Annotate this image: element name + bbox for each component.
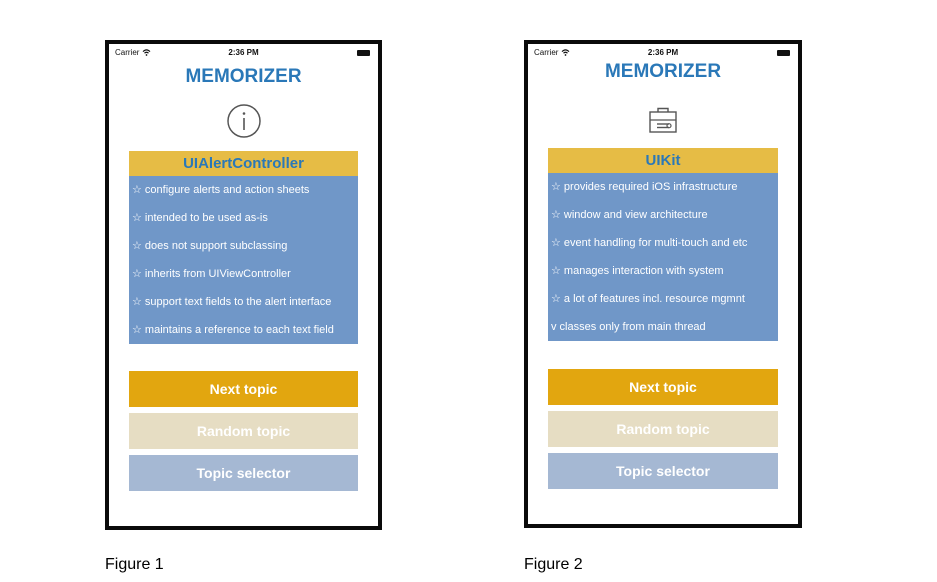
fact-item: ☆ manages interaction with system — [551, 265, 724, 277]
topic-title: UIKit — [548, 148, 778, 173]
figure-2-caption: Figure 2 — [524, 556, 583, 573]
next-topic-button[interactable]: Next topic — [548, 369, 778, 405]
carrier-label: Carrier — [115, 48, 140, 57]
fact-item: ☆ a lot of features incl. resource mgmnt — [551, 293, 745, 305]
phone-screenshot-1: Carrier 2:36 PM MEMORIZER UIAlertControl… — [105, 40, 382, 530]
carrier-indicator: Carrier — [115, 48, 151, 57]
topic-facts-list: ☆ provides required iOS infrastructure ☆… — [548, 173, 778, 341]
next-topic-button[interactable]: Next topic — [129, 371, 358, 407]
random-topic-button[interactable]: Random topic — [129, 413, 358, 449]
fact-item: ☆ inherits from UIViewController — [132, 268, 291, 280]
topic-title: UIAlertController — [129, 151, 358, 176]
battery-icon — [777, 50, 790, 56]
fact-item: ☆ support text fields to the alert inter… — [132, 296, 332, 308]
fact-item: ☆ does not support subclassing — [132, 240, 288, 252]
battery-icon — [357, 50, 370, 56]
phone-screenshot-2: Carrier 2:36 PM MEMORIZER UIKit ☆ provid… — [524, 40, 802, 528]
topic-selector-button[interactable]: Topic selector — [129, 455, 358, 491]
wifi-icon — [562, 49, 570, 56]
figure-1-caption: Figure 1 — [105, 556, 164, 573]
fact-item: ☆ intended to be used as-is — [132, 212, 268, 224]
carrier-indicator: Carrier — [534, 48, 570, 57]
topic-facts-list: ☆ configure alerts and action sheets ☆ i… — [129, 176, 358, 344]
app-title: MEMORIZER — [185, 66, 302, 87]
fact-item: ☆ event handling for multi-touch and etc — [551, 237, 748, 249]
status-time: 2:36 PM — [228, 48, 259, 57]
fact-item: v classes only from main thread — [551, 321, 706, 333]
fact-item: ☆ maintains a reference to each text fie… — [132, 324, 334, 336]
fact-item: ☆ provides required iOS infrastructure — [551, 181, 738, 193]
status-bar: Carrier 2:36 PM — [528, 48, 798, 60]
status-time: 2:36 PM — [647, 48, 679, 57]
fact-item: ☆ window and view architecture — [551, 209, 708, 221]
info-circle-icon — [226, 104, 261, 138]
wifi-icon — [143, 49, 151, 56]
toolbox-icon — [649, 107, 677, 133]
topic-panel: UIAlertController ☆ configure alerts and… — [129, 151, 358, 344]
status-bar: Carrier 2:36 PM — [109, 48, 378, 60]
app-title: MEMORIZER — [604, 61, 722, 82]
carrier-label: Carrier — [534, 48, 559, 57]
topic-selector-button[interactable]: Topic selector — [548, 453, 778, 489]
fact-item: ☆ configure alerts and action sheets — [132, 184, 310, 196]
random-topic-button[interactable]: Random topic — [548, 411, 778, 447]
topic-panel: UIKit ☆ provides required iOS infrastruc… — [548, 148, 778, 341]
